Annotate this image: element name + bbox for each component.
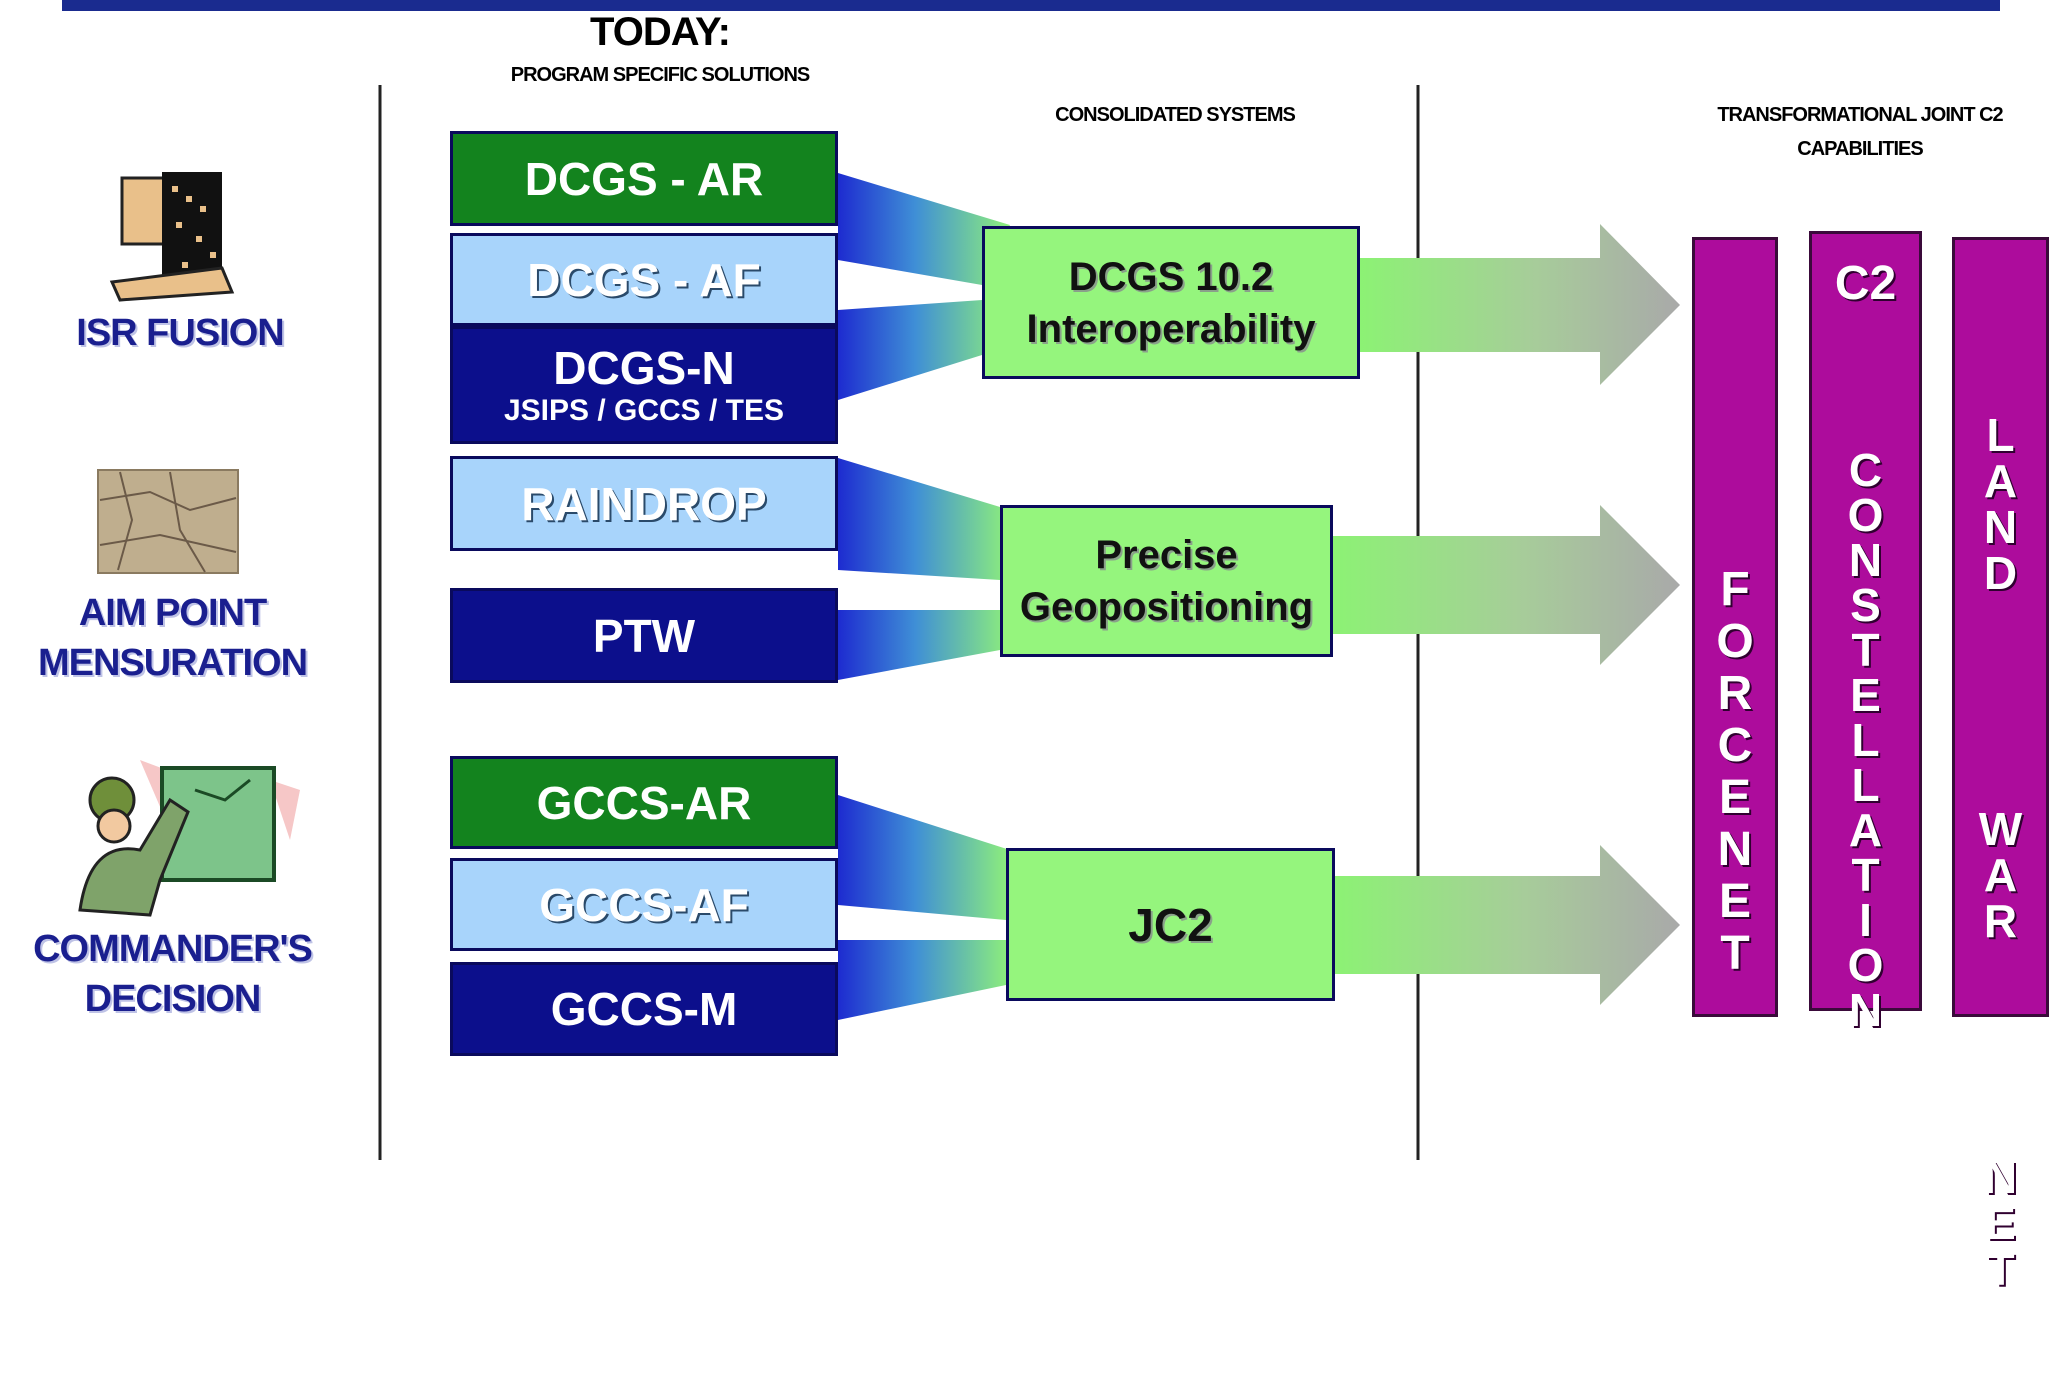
consolidated-dcgs-line1: DCGS 10.2 [1068,254,1274,299]
capability-constellation-label: C O N S T E L L A T I O N [1847,444,1884,1036]
program-dcgs-af-label: DCGS - AF [527,253,761,306]
program-ptw: PTW [450,588,838,683]
program-dcgs-n-label: DCGS-N [553,342,735,394]
capability-landwarnet-label: L A N D W A R N E T [1978,409,2023,1295]
funnel-jc2 [838,795,1010,1020]
consolidated-precise-geopositioning: Precise Geopositioning [1000,505,1333,657]
consolidated-jc2: JC2 [1006,848,1335,1001]
program-gccs-af: GCCS-AF [450,858,838,951]
arrow-dcgs [1360,224,1680,385]
top-band [62,0,2000,11]
program-gccs-ar-label: GCCS-AR [536,776,752,829]
header-transformational: TRANSFORMATIONAL JOINT C2 CAPABILITIES [1717,104,2003,160]
consolidated-dcgs-interoperability: DCGS 10.2 Interoperability [982,226,1360,379]
program-gccs-m: GCCS-M [450,962,838,1056]
program-dcgs-n: DCGS-N JSIPS / GCCS / TES [450,326,838,444]
capability-c2-constellation: C2 C O N S T E L L A T I O N [1809,231,1922,1033]
program-gccs-af-label: GCCS-AF [539,878,749,931]
program-raindrop: RAINDROP [450,456,838,551]
category-commanders-decision: COMMANDER'S DECISION [33,928,313,1020]
header-consolidated: CONSOLIDATED SYSTEMS [1055,104,1296,126]
program-gccs-ar: GCCS-AR [450,756,838,849]
program-dcgs-ar: DCGS - AR [450,131,838,226]
arrow-geo [1333,505,1680,665]
category-isr-fusion: ISR FUSION [76,312,284,354]
program-dcgs-af: DCGS - AF [450,233,838,326]
program-dcgs-n-sublabel: JSIPS / GCCS / TES [503,394,785,427]
capability-forcenet-label: F O R C E N E T [1716,563,1754,980]
funnel-geo [838,458,1010,680]
capability-landwarnet: L A N D W A R N E T [1952,237,2049,1292]
program-ptw-label: PTW [592,609,696,662]
consolidated-geo-line1: Precise [1095,533,1238,577]
category-aim-point-mensuration: AIM POINT MENSURATION [37,592,308,684]
program-raindrop-label: RAINDROP [521,477,767,530]
aim-point-map-icon [97,469,239,574]
commander-icon [78,760,300,917]
consolidated-jc2-label: JC2 [1128,898,1213,951]
header-program-specific: PROGRAM SPECIFIC SOLUTIONS [510,64,810,86]
isr-fusion-icon [109,172,235,302]
funnel-dcgs [838,173,1010,400]
program-dcgs-ar-label: DCGS - AR [524,152,764,205]
program-gccs-m-label: GCCS-M [550,983,738,1035]
header-today: TODAY: [590,10,731,54]
arrow-jc2 [1335,845,1680,1005]
diagram-graphics [62,0,2000,1160]
capability-c2-label: C2 [1834,257,1897,310]
consolidated-dcgs-line2: Interoperability [1026,306,1316,351]
capability-forcenet: F O R C E N E T [1692,237,1778,1017]
consolidated-geo-line2: Geopositioning [1019,585,1314,629]
